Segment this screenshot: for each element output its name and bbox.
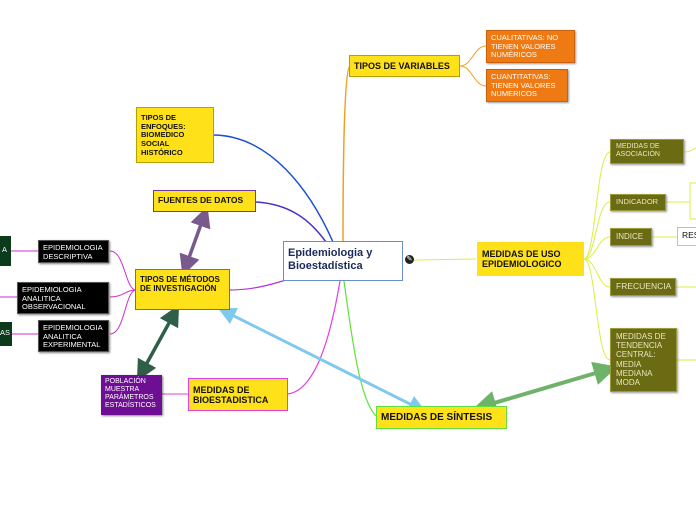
topic-medidas-bioestadistica[interactable]: MEDIDAS DE BIOESTADISTICA xyxy=(188,378,288,411)
link-tendencia xyxy=(583,258,611,361)
subtopic-tendencia-central-label: MEDIDAS DE TENDENCIA CENTRAL: MEDIA MEDI… xyxy=(616,332,666,387)
offscreen-node-1-label: A xyxy=(2,245,8,254)
topic-tipos-metodos-label: TIPOS DE MÉTODOS DE INVESTIGACIÓN xyxy=(140,275,220,294)
subtopic-poblacion-label: POBLACIÓN MUESTRA PARÁMETROS ESTADÍSTICO… xyxy=(105,378,156,410)
link-variables xyxy=(342,65,351,243)
subtopic-indice[interactable]: INDICE xyxy=(610,228,652,246)
subtopic-epi-observacional-label: EPIDEMIOLOGIA ANALITICA OBSERVACIONAL xyxy=(22,285,86,312)
subtopic-cuantitativas[interactable]: CUANTITATIVAS: TIENEN VALORES NUMERICOS xyxy=(486,69,568,102)
link-fuentes xyxy=(255,201,327,243)
subtopic-cuantitativas-label: CUANTITATIVAS: TIENEN VALORES NUMERICOS xyxy=(491,72,556,99)
topic-medidas-uso-label: MEDIDAS DE USO EPIDEMIOLOGICO xyxy=(482,249,562,270)
subtopic-medidas-asociacion-label: MEDIDAS DE ASOCIACIÓN xyxy=(616,143,660,159)
subtopic-epi-experimental[interactable]: EPIDEMIOLOGIA ANALITICA EXPERIMENTAL xyxy=(38,320,109,352)
link-cualitativas xyxy=(459,45,487,67)
subtopic-tendencia-central[interactable]: MEDIDAS DE TENDENCIA CENTRAL: MEDIA MEDI… xyxy=(610,328,677,392)
offscreen-node-res-label: RES xyxy=(682,230,696,240)
topic-tipos-variables-label: TIPOS DE VARIABLES xyxy=(354,61,450,71)
subtopic-epi-descriptiva[interactable]: EPIDEMIOLOGIA DESCRIPTIVA xyxy=(38,240,109,263)
link-indicador xyxy=(583,201,611,260)
link-sintesis xyxy=(343,280,377,417)
subtopic-epi-experimental-label: EPIDEMIOLOGIA ANALITICA EXPERIMENTAL xyxy=(43,323,103,350)
link-indice xyxy=(583,236,611,260)
topic-tipos-metodos[interactable]: TIPOS DE MÉTODOS DE INVESTIGACIÓN xyxy=(135,269,230,310)
subtopic-medidas-asociacion[interactable]: MEDIDAS DE ASOCIACIÓN xyxy=(610,139,684,164)
link-frecuencia xyxy=(583,258,611,288)
topic-tipos-enfoques[interactable]: TIPOS DE ENFOQUES: BIOMEDICO SOCIAL HIST… xyxy=(136,107,214,163)
link-observacional xyxy=(109,289,137,298)
subtopic-cualitativas-label: CUALITATIVAS: NO TIENEN VALORES NUMÉRICO… xyxy=(491,33,559,60)
topic-medidas-sintesis[interactable]: MEDIDAS DE SÍNTESIS xyxy=(376,406,507,429)
arrow-metodos-poblacion xyxy=(136,304,180,382)
subtopic-epi-observacional[interactable]: EPIDEMIOLOGIA ANALITICA OBSERVACIONAL xyxy=(17,282,109,314)
subtopic-indicador[interactable]: INDICADOR xyxy=(610,194,666,211)
arrow-fuentes-metodos xyxy=(179,206,211,276)
offscreen-node-2[interactable]: AS xyxy=(0,322,12,346)
subtopic-indicador-label: INDICADOR xyxy=(616,197,659,206)
link-descriptiva xyxy=(109,250,137,291)
link-bioestadistica xyxy=(287,280,341,395)
offscreen-node-2-label: AS xyxy=(0,328,11,337)
topic-medidas-bioestadistica-label: MEDIDAS DE BIOESTADISTICA xyxy=(193,385,269,406)
subtopic-frecuencia-label: FRECUENCIA xyxy=(616,281,672,291)
topic-medidas-uso[interactable]: MEDIDAS DE USO EPIDEMIOLOGICO xyxy=(477,242,584,276)
topic-tipos-variables[interactable]: TIPOS DE VARIABLES xyxy=(349,55,460,77)
link-enfoques xyxy=(213,134,334,243)
subtopic-indice-label: INDICE xyxy=(616,232,644,241)
topic-tipos-enfoques-label: TIPOS DE ENFOQUES: BIOMEDICO SOCIAL HIST… xyxy=(141,113,186,157)
link-cuantitativas xyxy=(459,65,487,87)
central-topic-label: Epidemiologia y Bioestadística xyxy=(288,247,373,272)
topic-fuentes-datos-label: FUENTES DE DATOS xyxy=(158,195,244,205)
subtopic-epi-descriptiva-label: EPIDEMIOLOGIA DESCRIPTIVA xyxy=(43,243,103,261)
subtopic-poblacion[interactable]: POBLACIÓN MUESTRA PARÁMETROS ESTADÍSTICO… xyxy=(101,375,162,415)
topic-fuentes-datos[interactable]: FUENTES DE DATOS xyxy=(153,190,256,212)
arrow-metodos-sintesis xyxy=(217,307,427,413)
offscreen-node-1[interactable]: A xyxy=(0,236,11,266)
link-asociacion xyxy=(583,151,611,260)
link-icon[interactable]: ✎ xyxy=(405,255,414,264)
central-topic[interactable]: Epidemiologia y Bioestadística xyxy=(283,241,403,281)
subtopic-cualitativas[interactable]: CUALITATIVAS: NO TIENEN VALORES NUMÉRICO… xyxy=(486,30,575,63)
link-experimental xyxy=(109,289,137,335)
topic-medidas-sintesis-label: MEDIDAS DE SÍNTESIS xyxy=(381,412,493,423)
subtopic-frecuencia[interactable]: FRECUENCIA xyxy=(610,278,676,296)
link-uso xyxy=(413,258,477,261)
offscreen-node-res[interactable]: RES xyxy=(677,227,696,246)
arrow-sintesis-tendencia xyxy=(472,361,618,415)
